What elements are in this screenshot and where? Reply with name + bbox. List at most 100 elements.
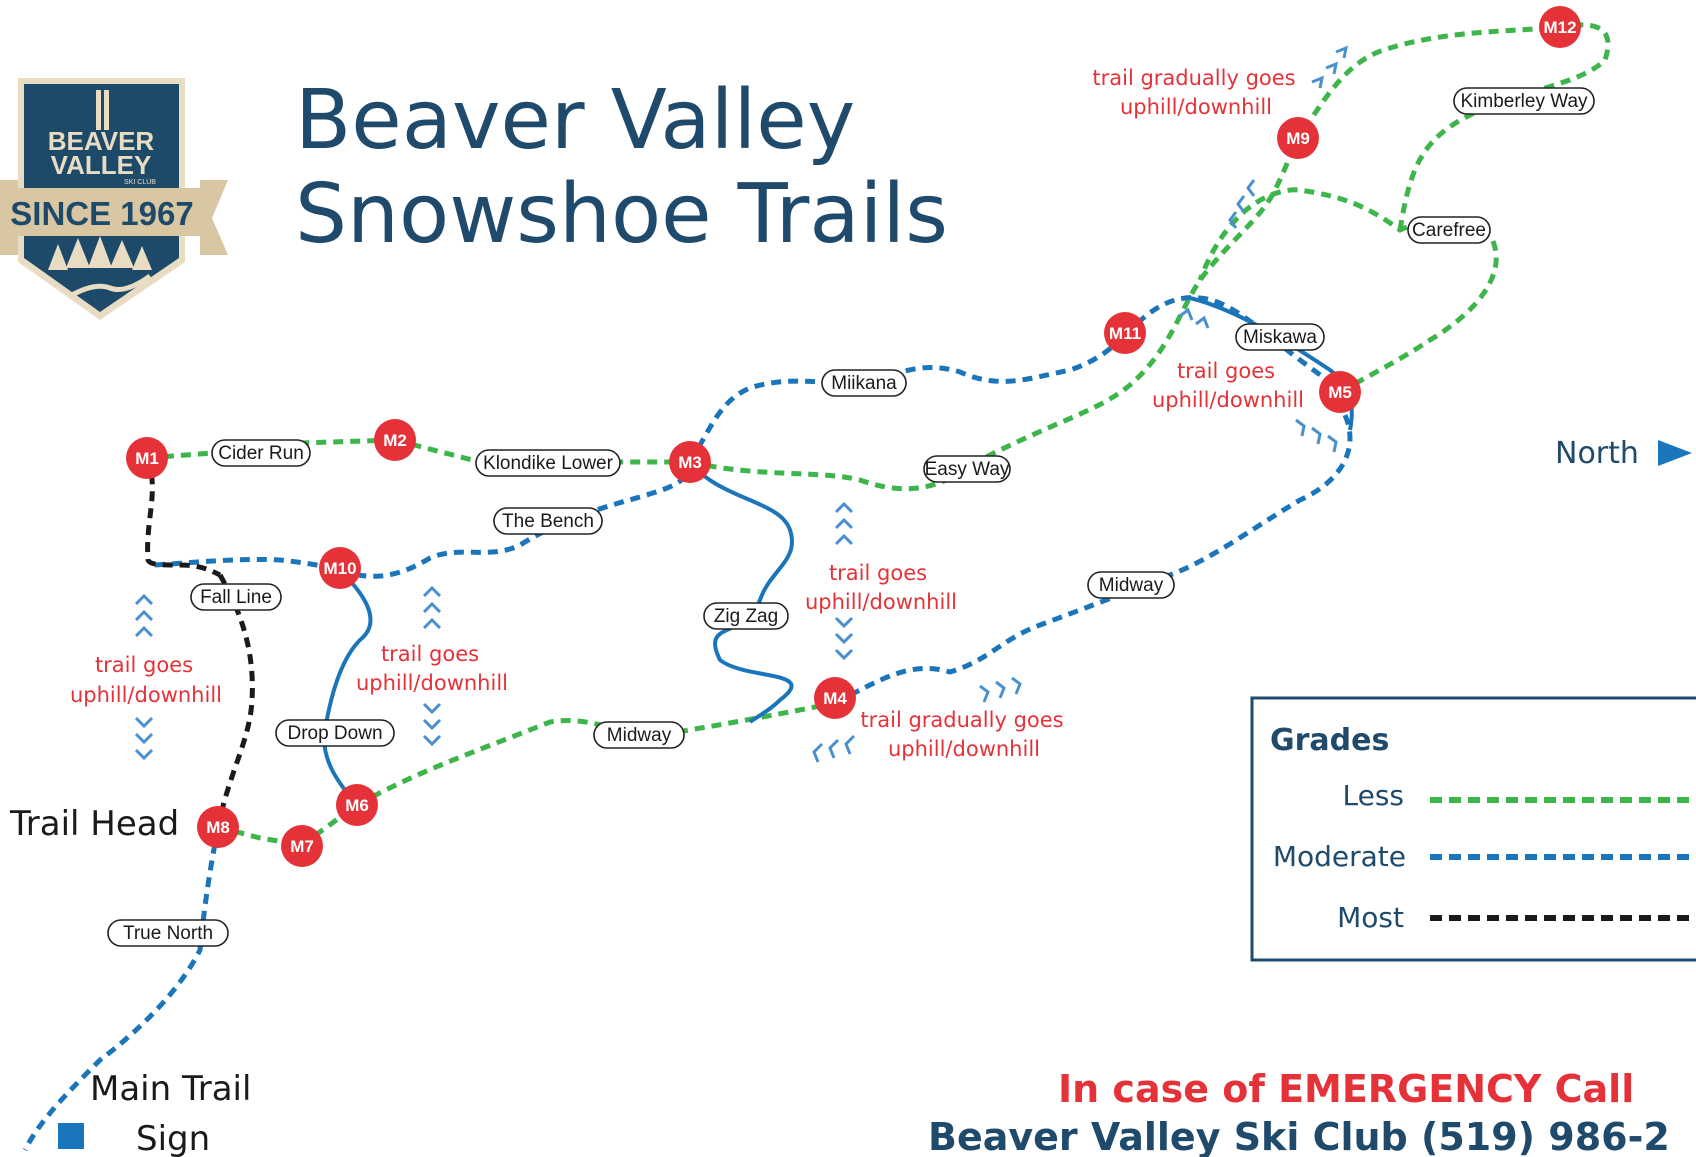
label-cider-run[interactable]: Cider Run: [211, 439, 311, 467]
trail-m1-spur[interactable]: [144, 457, 222, 578]
svg-text:M11: M11: [1109, 324, 1141, 343]
svg-text:M9: M9: [1286, 129, 1310, 148]
logo-since-text: SINCE 1967: [10, 195, 193, 232]
svg-text:Miikana: Miikana: [831, 373, 897, 394]
label-midway-upper[interactable]: Midway: [1087, 571, 1175, 599]
slope-notes: trail goes uphill/downhill trail goes up…: [70, 66, 1304, 761]
trails-moderate-grade: [22, 295, 1353, 1152]
trail-midway-upper[interactable]: [833, 414, 1353, 706]
logo-trees-icon: [48, 236, 152, 270]
trail-kimberley-way[interactable]: [1295, 22, 1611, 231]
note-m10: trail goes uphill/downhill: [356, 642, 508, 695]
marker-m5[interactable]: M5: [1319, 371, 1361, 413]
svg-text:trail gradually goes: trail gradually goes: [860, 708, 1063, 732]
map-title-line1: Beaver Valley: [295, 73, 855, 168]
label-drop-down[interactable]: Drop Down: [275, 719, 395, 747]
svg-text:M10: M10: [323, 559, 356, 578]
svg-text:Midway: Midway: [607, 725, 672, 746]
label-klondike-lower[interactable]: Klondike Lower: [475, 449, 621, 477]
svg-text:M3: M3: [678, 453, 702, 472]
marker-m4[interactable]: M4: [814, 677, 856, 719]
legend-most-label: Most: [1337, 901, 1404, 934]
marker-m11[interactable]: M11: [1104, 312, 1146, 354]
legend-title: Grades: [1270, 723, 1389, 758]
trail-cider-run[interactable]: [146, 437, 396, 461]
svg-text:trail goes: trail goes: [95, 653, 193, 677]
label-miikana[interactable]: Miikana: [821, 369, 907, 397]
marker-m1[interactable]: M1: [126, 437, 168, 479]
trail-m8-m7[interactable]: [217, 802, 359, 848]
logo-valley-text: VALLEY: [51, 150, 152, 180]
trail-m11-m5-top[interactable]: [1123, 295, 1343, 394]
north-arrow-icon: [1658, 440, 1692, 466]
trail-head-label: Trail Head: [9, 804, 179, 844]
marker-m9[interactable]: M9: [1277, 117, 1319, 159]
marker-m3[interactable]: M3: [669, 441, 711, 483]
note-left: trail goes uphill/downhill: [70, 653, 222, 707]
chevrons-m4: [812, 676, 1022, 763]
note-zigzag: trail goes uphill/downhill: [805, 561, 957, 614]
svg-text:trail goes: trail goes: [829, 561, 927, 585]
chevrons-m9: [1228, 45, 1349, 229]
label-easy-way[interactable]: Easy Way: [923, 455, 1011, 483]
marker-m7[interactable]: M7: [281, 825, 323, 867]
trail-true-north[interactable]: [22, 826, 221, 1152]
svg-text:uphill/downhill: uphill/downhill: [1152, 388, 1304, 412]
grade-chevrons: [134, 45, 1349, 763]
label-the-bench[interactable]: The Bench: [493, 507, 603, 535]
svg-text:Easy Way: Easy Way: [925, 459, 1010, 480]
trail-midway-lower[interactable]: [355, 700, 836, 808]
marker-m10[interactable]: M10: [319, 547, 361, 589]
note-m11: trail goes uphill/downhill: [1152, 359, 1304, 412]
marker-m2[interactable]: M2: [374, 419, 416, 461]
label-carefree[interactable]: Carefree: [1407, 216, 1491, 244]
trail-miikana[interactable]: [687, 333, 1127, 464]
svg-text:Cider Run: Cider Run: [218, 443, 304, 464]
label-kimberley-way[interactable]: Kimberley Way: [1453, 87, 1595, 115]
map-title-line2: Snowshoe Trails: [295, 167, 948, 262]
svg-text:uphill/downhill: uphill/downhill: [888, 737, 1040, 761]
svg-text:M7: M7: [290, 837, 314, 856]
trail-drop-down[interactable]: [322, 568, 373, 807]
label-true-north[interactable]: True North: [107, 919, 229, 947]
svg-text:Midway: Midway: [1099, 575, 1164, 596]
chevrons-zigzag: [834, 501, 854, 661]
marker-m8[interactable]: M8: [197, 806, 239, 848]
club-logo: BEAVER VALLEY SKI CLUB SINCE 1967: [0, 78, 228, 320]
label-fall-line[interactable]: Fall Line: [190, 583, 282, 611]
svg-text:uphill/downhill: uphill/downhill: [356, 671, 508, 695]
svg-text:True North: True North: [123, 923, 213, 944]
label-miskawa[interactable]: Miskawa: [1235, 323, 1325, 351]
trail-labels: Cider Run Klondike Lower The Bench Fall …: [107, 87, 1595, 947]
logo-beaver-text: BEAVER: [48, 126, 155, 156]
trail-easy-way[interactable]: [689, 135, 1300, 492]
north-label: North: [1555, 436, 1639, 471]
note-m4: trail gradually goes uphill/downhill: [860, 708, 1063, 761]
trail-fall-line[interactable]: [215, 573, 255, 828]
chevrons-m10-downhill: [422, 585, 442, 747]
svg-text:uphill/downhill: uphill/downhill: [805, 590, 957, 614]
emergency-notice: In case of EMERGENCY Call Beaver Valley …: [928, 1067, 1670, 1157]
svg-text:M5: M5: [1328, 383, 1352, 402]
emergency-line1: In case of EMERGENCY Call: [1058, 1067, 1634, 1111]
svg-text:The Bench: The Bench: [502, 511, 594, 532]
svg-text:trail goes: trail goes: [381, 642, 479, 666]
svg-text:Fall Line: Fall Line: [200, 587, 272, 608]
label-zig-zag[interactable]: Zig Zag: [703, 602, 789, 630]
legend-less-label: Less: [1342, 779, 1404, 812]
logo-skiclub-text: SKI CLUB: [124, 179, 156, 186]
key-main-trail: Main Trail: [90, 1069, 251, 1109]
svg-text:Drop Down: Drop Down: [287, 723, 382, 744]
trail-the-bench[interactable]: [339, 461, 693, 579]
emergency-line2: Beaver Valley Ski Club (519) 986-2: [928, 1115, 1670, 1157]
label-midway-lower[interactable]: Midway: [593, 721, 685, 749]
key-sign: Sign: [136, 1119, 210, 1157]
marker-m6[interactable]: M6: [336, 784, 378, 826]
svg-text:trail gradually goes: trail gradually goes: [1092, 66, 1295, 90]
svg-text:M4: M4: [823, 689, 847, 708]
marker-m12[interactable]: M12: [1539, 6, 1581, 48]
trail-zig-zag[interactable]: [688, 460, 794, 724]
trail-markers: M1 M2 M3 M4 M5 M6 M7 M8 M9 M10 M11 M12: [126, 6, 1581, 867]
svg-text:Miskawa: Miskawa: [1243, 327, 1317, 348]
